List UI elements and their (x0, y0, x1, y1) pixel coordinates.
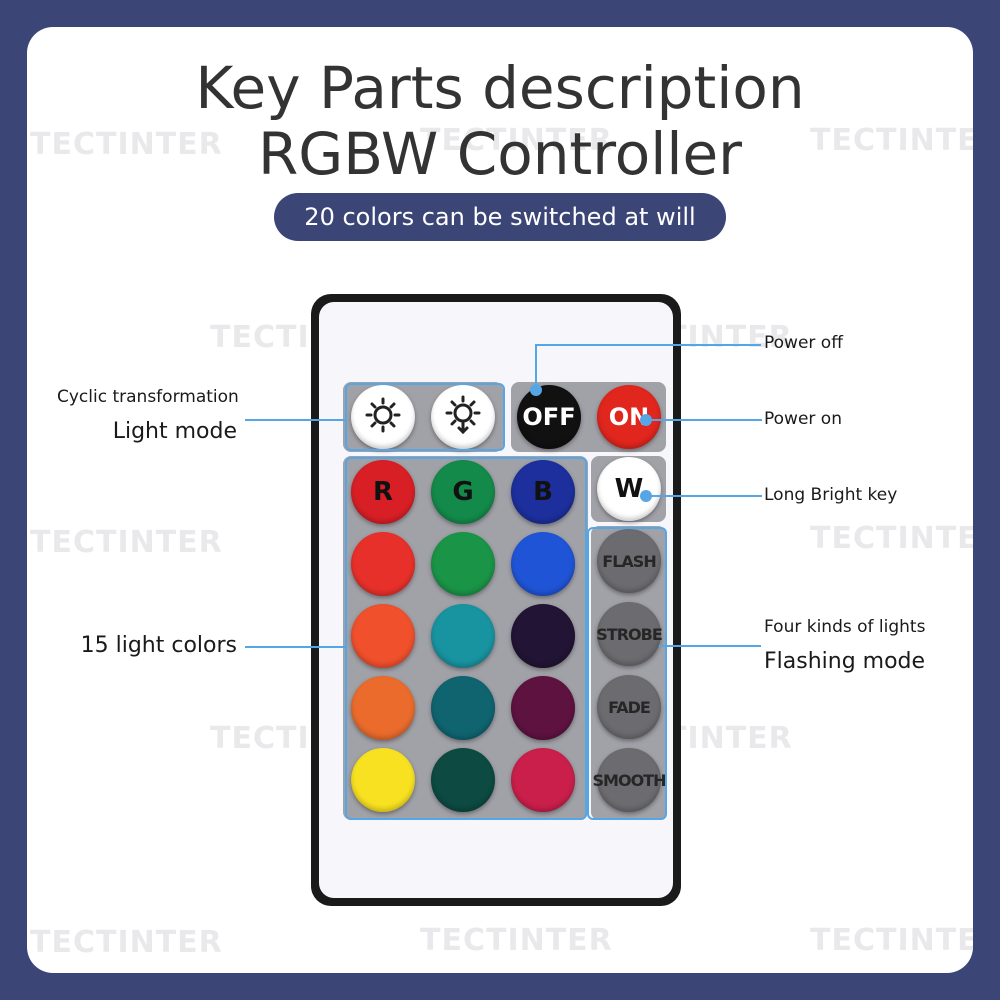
color-button[interactable] (351, 532, 415, 596)
brightness-down-icon (363, 395, 403, 439)
light-mode-leader (245, 419, 345, 421)
mode-up-button[interactable] (431, 385, 495, 449)
mode-down-button[interactable] (351, 385, 415, 449)
power-off-label: Power off (764, 333, 843, 353)
long-bright-leader (646, 495, 762, 497)
strobe-button[interactable]: STROBE (596, 602, 663, 666)
color-button[interactable] (351, 676, 415, 740)
color-button[interactable] (351, 604, 415, 668)
flashing-leader (659, 645, 761, 647)
colors-leader (245, 646, 345, 648)
power-on-label: Power on (764, 409, 842, 429)
power-off-dot (530, 384, 542, 396)
page-title: Key Parts description (195, 54, 805, 122)
info-card: TECTINTER TECTINTER TECTINTER TECTINTER … (27, 27, 973, 973)
power-off-leader-h (535, 344, 761, 346)
color-button[interactable] (431, 676, 495, 740)
watermark: TECTINTER (30, 925, 223, 960)
watermark: TECTINTER (810, 923, 973, 958)
mode-highlight-frame (345, 383, 505, 451)
effect-highlight-frame (587, 527, 667, 820)
color-button-g[interactable]: G (431, 460, 495, 524)
smooth-button[interactable]: SMOOTH (593, 748, 666, 812)
flashing-mode-label: Flashing mode (764, 649, 926, 674)
color-button[interactable] (351, 748, 415, 812)
watermark: TECTINTER (810, 123, 973, 158)
flash-button[interactable]: FLASH (597, 529, 661, 593)
power-on-leader (646, 419, 762, 421)
watermark: TECTINTER (30, 127, 223, 162)
color-button[interactable] (511, 532, 575, 596)
watermark: TECTINTER (810, 521, 973, 556)
fade-button[interactable]: FADE (597, 675, 661, 739)
cyclic-label: Cyclic transformation (57, 387, 239, 407)
color-button[interactable] (511, 604, 575, 668)
color-button-b[interactable]: B (511, 460, 575, 524)
color-button[interactable] (511, 676, 575, 740)
long-bright-label: Long Bright key (764, 485, 898, 505)
watermark: TECTINTER (420, 923, 613, 958)
color-button-r[interactable]: R (351, 460, 415, 524)
brightness-up-icon (443, 395, 483, 439)
white-button[interactable]: W (597, 457, 661, 521)
feature-pill: 20 colors can be switched at will (274, 193, 726, 241)
color-button[interactable] (431, 604, 495, 668)
power-off-button[interactable]: OFF (517, 385, 581, 449)
color-highlight-frame (345, 457, 587, 820)
light-mode-label: Light mode (112, 419, 237, 444)
power-off-leader-v (535, 345, 537, 390)
watermark: TECTINTER (420, 123, 613, 158)
watermark: TECTINTER (30, 525, 223, 560)
four-kinds-label: Four kinds of lights (764, 617, 926, 637)
page-subtitle: RGBW Controller (257, 120, 743, 188)
color-button[interactable] (511, 748, 575, 812)
colors-label: 15 light colors (80, 633, 237, 658)
color-button[interactable] (431, 532, 495, 596)
color-button[interactable] (431, 748, 495, 812)
